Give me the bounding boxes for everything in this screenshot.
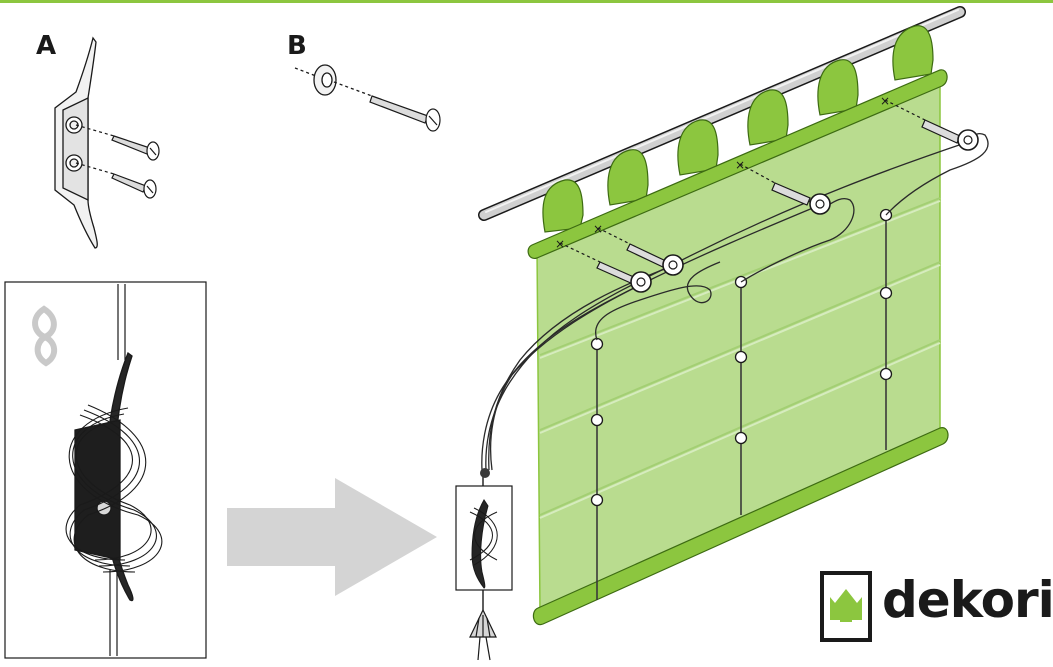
- svg-text:×: ×: [880, 94, 890, 108]
- pulley-ring-icon: [295, 65, 372, 96]
- wall-cleat-inset: [456, 468, 512, 610]
- brand-name: dekoria: [882, 575, 1053, 625]
- svg-text:×: ×: [555, 237, 565, 251]
- tassel-weight-icon: [470, 610, 496, 660]
- screw-icon-b: [370, 96, 440, 131]
- svg-text:×: ×: [735, 158, 745, 172]
- arrow-right-icon: [227, 478, 437, 596]
- cleat-icon: [55, 38, 97, 248]
- svg-text:×: ×: [593, 222, 603, 236]
- tulip-frame-icon: [822, 573, 870, 640]
- knot-detail-inset: [5, 282, 206, 658]
